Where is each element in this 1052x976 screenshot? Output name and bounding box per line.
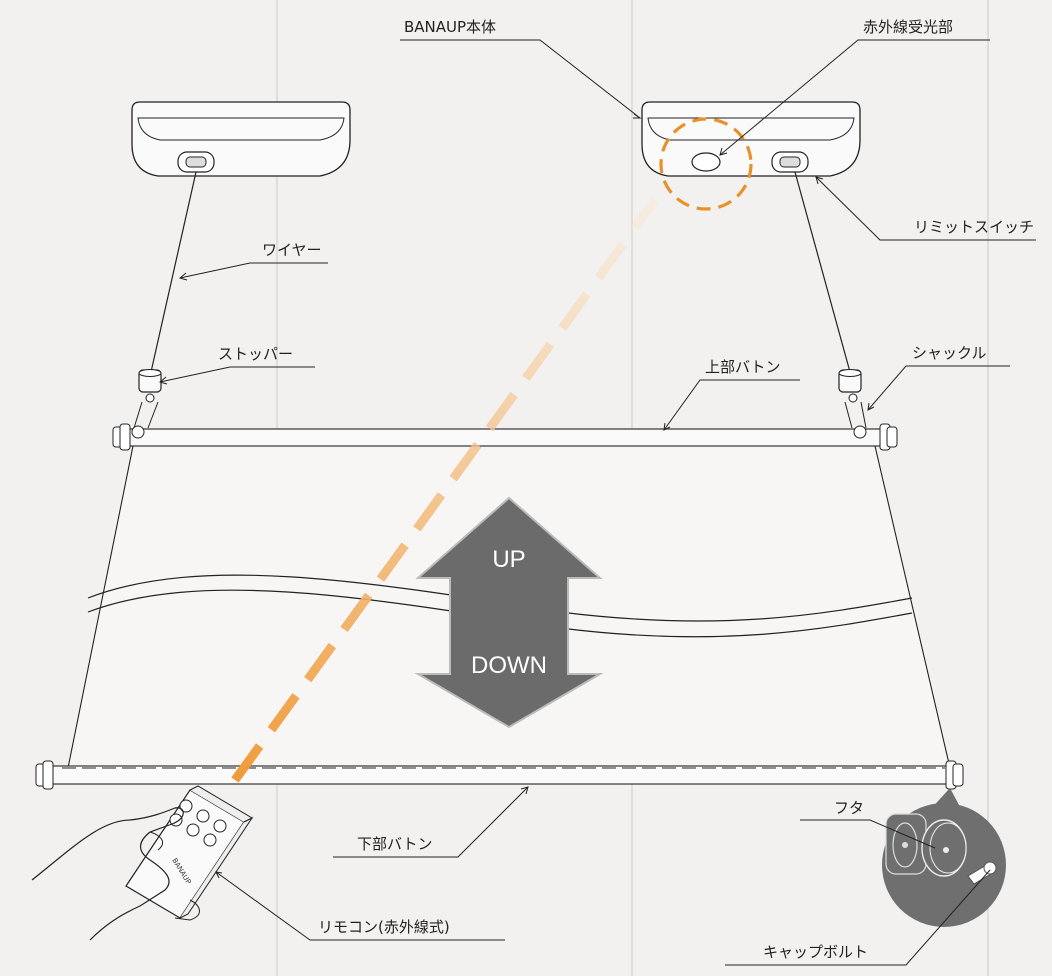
wires: [150, 171, 851, 373]
label-cap-bolt: キャップボルト: [763, 943, 868, 961]
label-stopper: ストッパー: [218, 345, 293, 363]
left-hoist-unit: [131, 101, 351, 177]
up-down-arrow: UP DOWN: [414, 496, 604, 729]
ir-receiver-highlight: [659, 117, 753, 211]
hand: [31, 807, 200, 941]
remote-control: BANAUP: [125, 785, 254, 919]
lower-baton: [35, 760, 964, 790]
label-cap: フタ: [834, 799, 864, 817]
label-remote: リモコン(赤外線式): [318, 918, 450, 936]
left-stopper: [131, 369, 162, 439]
down-arrow-text: DOWN: [471, 652, 547, 679]
upper-baton: [112, 423, 898, 451]
label-lower-baton: 下部バトン: [357, 835, 432, 853]
end-cap-detail: [882, 788, 1006, 927]
ir-beam: [231, 197, 659, 783]
label-limit-switch: リミットスイッチ: [914, 218, 1034, 236]
leader-lines: [158, 39, 1036, 966]
labels: BANAUP本体 赤外線受光部 リミットスイッチ ワイヤー ストッパー 上部バト…: [218, 18, 1034, 961]
label-ir-receiver: 赤外線受光部: [863, 18, 953, 36]
label-wire: ワイヤー: [262, 241, 322, 259]
right-stopper: [838, 369, 867, 439]
label-main-unit: BANAUP本体: [404, 18, 496, 36]
main-hoist-unit: [641, 101, 861, 211]
label-upper-baton: 上部バトン: [705, 358, 780, 376]
up-arrow-text: UP: [492, 546, 525, 573]
ir-sensor-lens: [691, 152, 721, 172]
label-shackle: シャックル: [912, 344, 987, 362]
